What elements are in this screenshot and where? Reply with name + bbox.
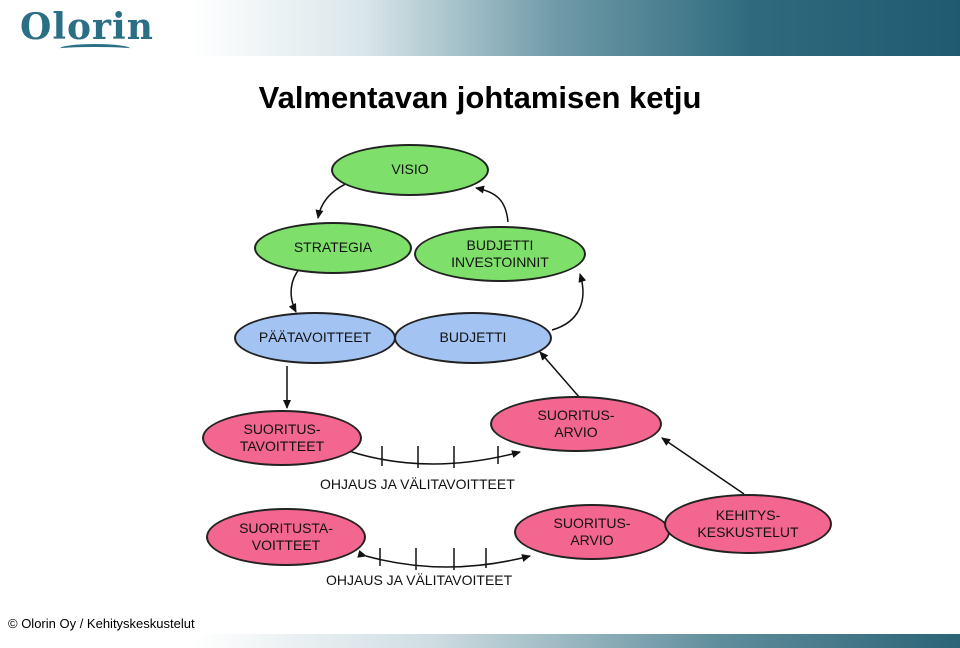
arrow-budjetti-investoinnit-visio xyxy=(475,185,509,223)
node-label: KEHITYS- KESKUSTELUT xyxy=(697,506,799,541)
node-label: SUORITUSTA- VOITTEET xyxy=(239,519,333,554)
node-kehityskeskustelut: KEHITYS- KESKUSTELUT xyxy=(664,494,832,554)
node-label: BUDJETTI INVESTOINNIT xyxy=(451,236,549,271)
node-label: SUORITUS- ARVIO xyxy=(553,514,631,549)
node-budjetti-investoinnit: BUDJETTI INVESTOINNIT xyxy=(414,226,586,282)
node-visio: VISIO xyxy=(331,144,489,196)
node-suoritusarvio-2: SUORITUS- ARVIO xyxy=(514,504,670,560)
footer-copyright: © Olorin Oy / Kehityskeskustelut xyxy=(8,616,195,631)
olorin-logo: Olorin xyxy=(20,6,154,48)
flow-label-2: OHJAUS JA VÄLITAVOITEET xyxy=(326,572,513,588)
node-label: SUORITUS- TAVOITTEET xyxy=(239,420,325,455)
node-label: BUDJETTI xyxy=(439,329,507,346)
node-suoritustavoitteet-2: SUORITUSTA- VOITTEET xyxy=(206,508,366,566)
node-strategia: STRATEGIA xyxy=(254,222,412,274)
flow-label-1: OHJAUS JA VÄLITAVOITTEET xyxy=(320,476,515,492)
node-suoritustavoitteet-1: SUORITUS- TAVOITTEET xyxy=(202,410,362,466)
footer-banner xyxy=(0,634,960,648)
flow-curve-1 xyxy=(343,445,521,465)
header-banner xyxy=(0,0,960,56)
node-label: PÄÄTAVOITTEET xyxy=(258,329,372,346)
node-label: STRATEGIA xyxy=(293,239,373,256)
arrow-suoritusarvio-budjetti xyxy=(539,351,581,399)
arrow-budjetti-investoinnit xyxy=(551,273,587,331)
arrow-strategia-paatavoitteet xyxy=(288,267,301,313)
node-label: SUORITUS- ARVIO xyxy=(537,406,615,441)
node-suoritusarvio-1: SUORITUS- ARVIO xyxy=(490,396,662,452)
node-budjetti: BUDJETTI xyxy=(394,312,552,364)
arrow-kehityskeskustelut-suoritusarvio xyxy=(661,437,745,495)
node-label: VISIO xyxy=(391,161,429,178)
page-title: Valmentavan johtamisen ketju xyxy=(258,80,702,115)
logo-swoosh xyxy=(60,44,130,53)
flow-curve-2 xyxy=(357,550,531,568)
node-paatavoitteet: PÄÄTAVOITTEET xyxy=(234,312,396,364)
